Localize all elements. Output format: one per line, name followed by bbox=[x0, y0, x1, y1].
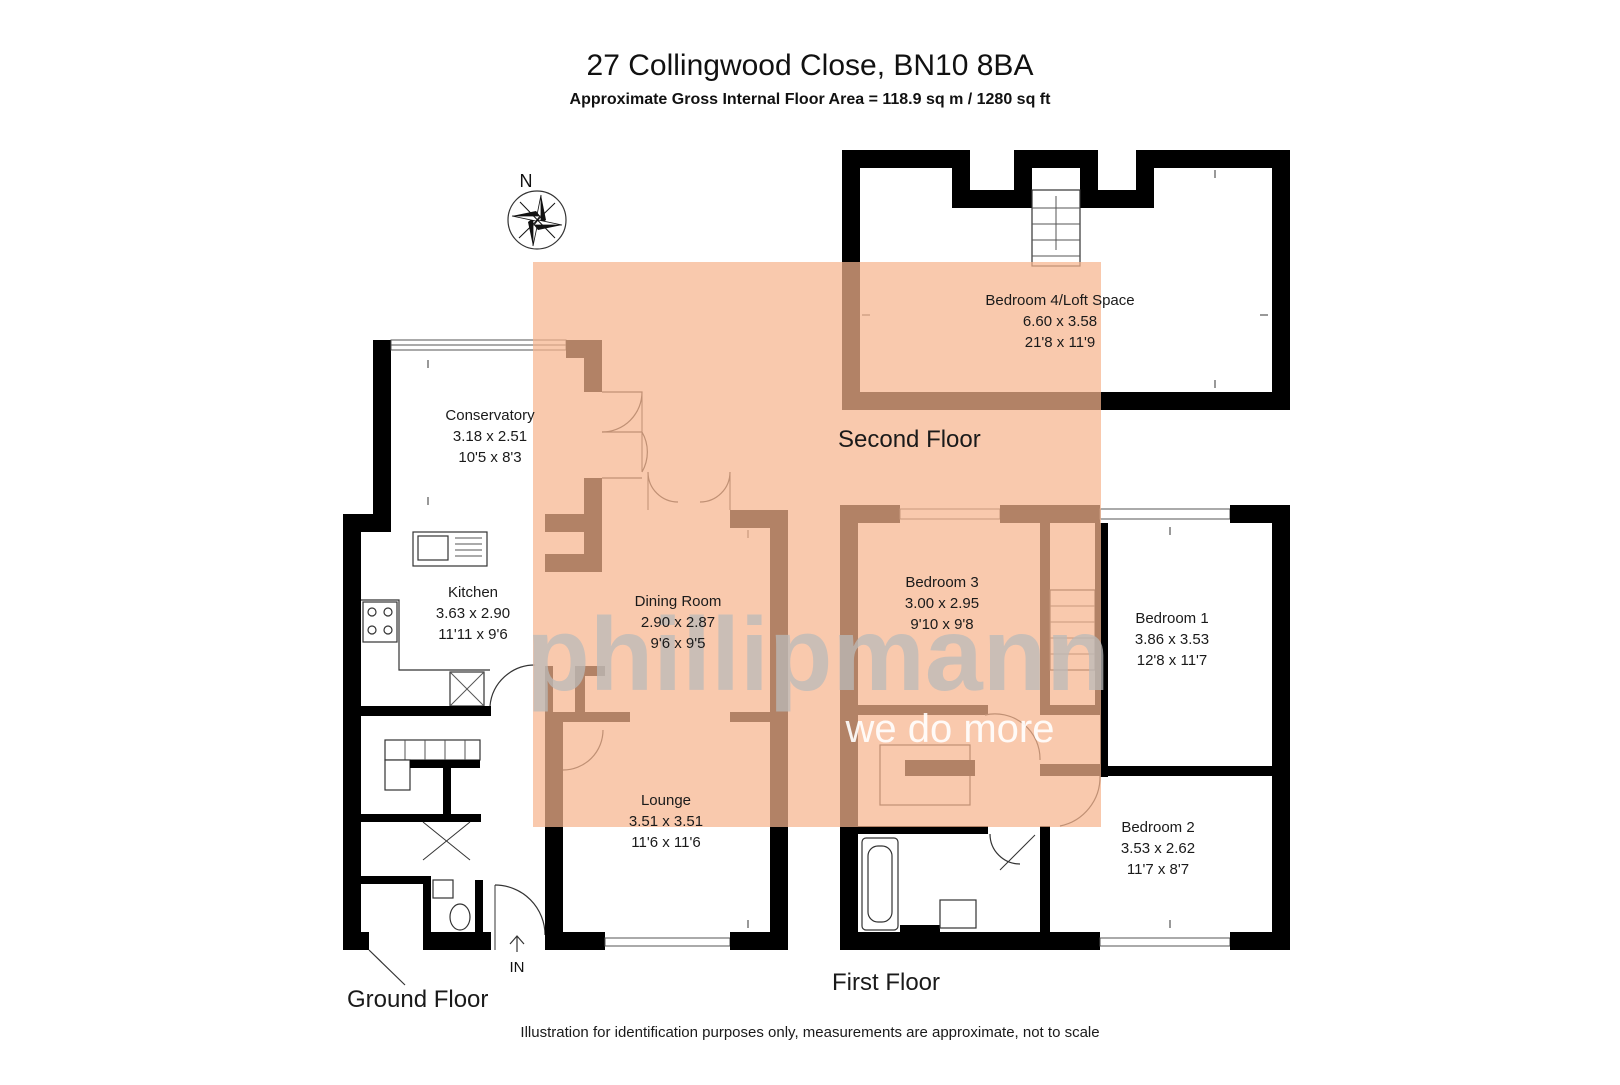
room-name: Bedroom 2 bbox=[1121, 819, 1194, 836]
room-metric: 2.90 x 2.87 bbox=[641, 614, 715, 631]
room-metric: 3.86 x 3.53 bbox=[1135, 631, 1209, 648]
room-metric: 3.18 x 2.51 bbox=[453, 428, 527, 445]
room-bedroom-4-loft: Bedroom 4/Loft Space 6.60 x 3.58 21'8 x … bbox=[985, 292, 1134, 351]
floor-label-second: Second Floor bbox=[838, 426, 981, 453]
dimension-arrows bbox=[427, 170, 1268, 928]
room-imperial: 9'10 x 9'8 bbox=[910, 616, 973, 633]
entrance-label: IN bbox=[510, 959, 525, 976]
compass-north-label: N bbox=[520, 171, 533, 191]
floor-label-first: First Floor bbox=[832, 969, 940, 996]
room-lounge: Lounge 3.51 x 3.51 11'6 x 11'6 bbox=[629, 792, 703, 851]
room-name: Lounge bbox=[641, 792, 691, 809]
room-name: Dining Room bbox=[635, 593, 722, 610]
watermark-logo: phillipmann we do more bbox=[526, 597, 1110, 751]
room-metric: 3.51 x 3.51 bbox=[629, 813, 703, 830]
highlight-overlay bbox=[533, 262, 1101, 827]
room-name: Bedroom 1 bbox=[1135, 610, 1208, 627]
watermark-brand: phillipmann bbox=[526, 597, 1110, 713]
room-name: Kitchen bbox=[448, 584, 498, 601]
room-conservatory: Conservatory 3.18 x 2.51 10'5 x 8'3 bbox=[445, 407, 535, 466]
room-imperial: 11'6 x 11'6 bbox=[631, 834, 700, 851]
room-metric: 3.63 x 2.90 bbox=[436, 605, 510, 622]
room-imperial: 9'6 x 9'5 bbox=[651, 635, 706, 652]
room-imperial: 11'11 x 9'6 bbox=[438, 626, 507, 643]
room-imperial: 21'8 x 11'9 bbox=[1025, 334, 1096, 351]
room-imperial: 11'7 x 8'7 bbox=[1127, 861, 1189, 878]
room-metric: 3.53 x 2.62 bbox=[1121, 840, 1195, 857]
watermark-tagline: we do more bbox=[845, 707, 1055, 751]
floor-label-ground: Ground Floor bbox=[347, 986, 488, 1013]
room-metric: 6.60 x 3.58 bbox=[1023, 313, 1097, 330]
room-name: Bedroom 3 bbox=[905, 574, 978, 591]
room-kitchen: Kitchen 3.63 x 2.90 11'11 x 9'6 bbox=[436, 584, 510, 643]
room-name: Bedroom 4/Loft Space bbox=[985, 292, 1134, 309]
entrance-arrow-icon bbox=[509, 935, 525, 952]
room-dining-room: Dining Room 2.90 x 2.87 9'6 x 9'5 bbox=[635, 593, 722, 652]
room-bedroom-1: Bedroom 1 3.86 x 3.53 12'8 x 11'7 bbox=[1135, 610, 1209, 669]
floor-area-subtitle: Approximate Gross Internal Floor Area = … bbox=[570, 91, 1052, 108]
room-imperial: 10'5 x 8'3 bbox=[458, 449, 521, 466]
room-bedroom-3: Bedroom 3 3.00 x 2.95 9'10 x 9'8 bbox=[905, 574, 979, 633]
room-metric: 3.00 x 2.95 bbox=[905, 595, 979, 612]
room-bedroom-2: Bedroom 2 3.53 x 2.62 11'7 x 8'7 bbox=[1121, 819, 1195, 878]
room-imperial: 12'8 x 11'7 bbox=[1137, 652, 1208, 669]
room-name: Conservatory bbox=[445, 407, 535, 424]
compass-rose-icon: N bbox=[507, 171, 567, 250]
disclaimer-text: Illustration for identification purposes… bbox=[520, 1024, 1099, 1041]
page-title: 27 Collingwood Close, BN10 8BA bbox=[587, 49, 1034, 82]
